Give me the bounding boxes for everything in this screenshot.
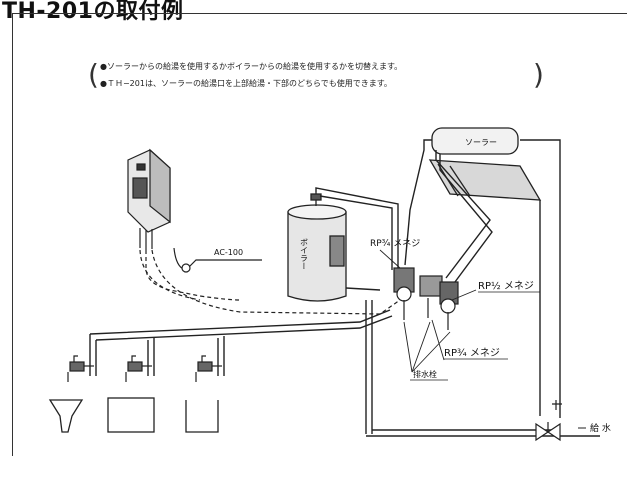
rp34-bottom-label: RP¾ メネジ (444, 347, 500, 359)
boiler-label: ボイラー (300, 238, 309, 270)
pipes (89, 139, 600, 437)
faucets (67, 355, 222, 382)
toilet-fixture (48, 399, 84, 433)
rp12-label: RP½ メネジ (478, 280, 534, 292)
leader-lines (379, 249, 477, 373)
boiler-tank (287, 192, 347, 302)
notes-box: ●ソーラーからの給湯を使用するかボイラーからの給湯を使用するかを切替えます。 ●… (100, 58, 402, 92)
faucet-2 (125, 355, 152, 382)
ac-cable (173, 247, 262, 273)
faucet-3 (195, 355, 222, 382)
basin-fixture (185, 400, 219, 433)
water-supply-label: 給 水 (590, 422, 611, 434)
fixtures (48, 397, 219, 433)
drain-label: 排水栓 (413, 369, 437, 379)
faucet-1 (67, 355, 94, 382)
sink-fixture (107, 397, 155, 433)
diagram-frame (12, 13, 627, 456)
note-line-2: ●ＴＨ−201は、ソーラーの給湯口を上部給湯・下部のどちらでも使用できます。 (100, 79, 392, 88)
ac-label: AC-100 (214, 248, 243, 257)
rp34-top-label: RP¾ メネジ (370, 238, 420, 249)
controller-unit (127, 148, 171, 250)
note-line-1: ●ソーラーからの給湯を使用するかボイラーからの給湯を使用するかを切替えます。 (100, 62, 403, 71)
switching-valve (393, 267, 459, 330)
solar-label: ソーラー (465, 138, 497, 147)
close-paren: ) (533, 58, 544, 91)
page-title: TH-201の取付例 (2, 0, 184, 24)
control-wiring (139, 249, 401, 315)
open-paren: ( (88, 58, 99, 91)
water-supply-valve (535, 400, 562, 442)
